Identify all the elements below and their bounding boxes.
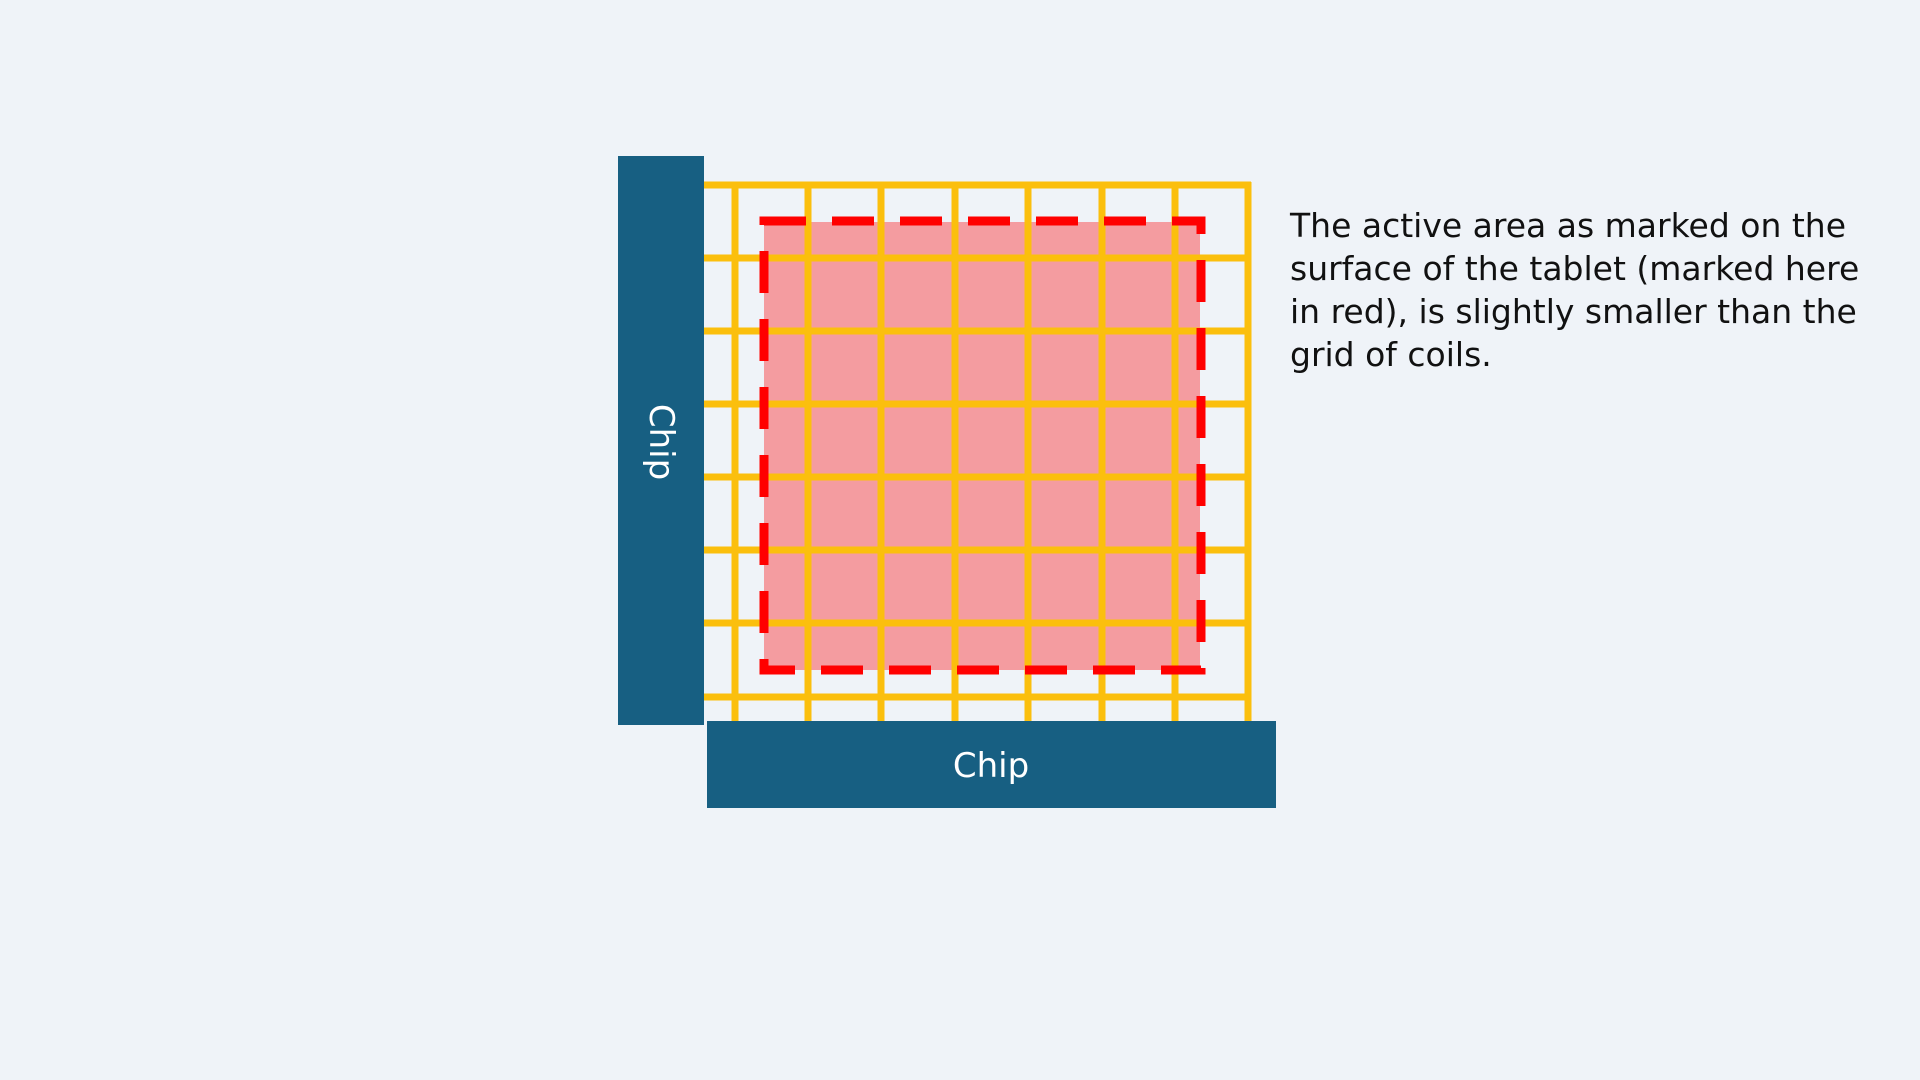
horizontal-chip-label: Chip bbox=[953, 746, 1029, 786]
horizontal-chip bbox=[707, 721, 1276, 808]
vertical-chip-label: Chip bbox=[641, 404, 681, 480]
diagram-caption: The active area as marked on the surface… bbox=[1290, 206, 1860, 374]
active-area-border bbox=[759, 216, 1206, 675]
vertical-chip bbox=[618, 156, 704, 725]
active-area-fill bbox=[764, 222, 1200, 670]
coil-grid bbox=[703, 181, 1252, 722]
